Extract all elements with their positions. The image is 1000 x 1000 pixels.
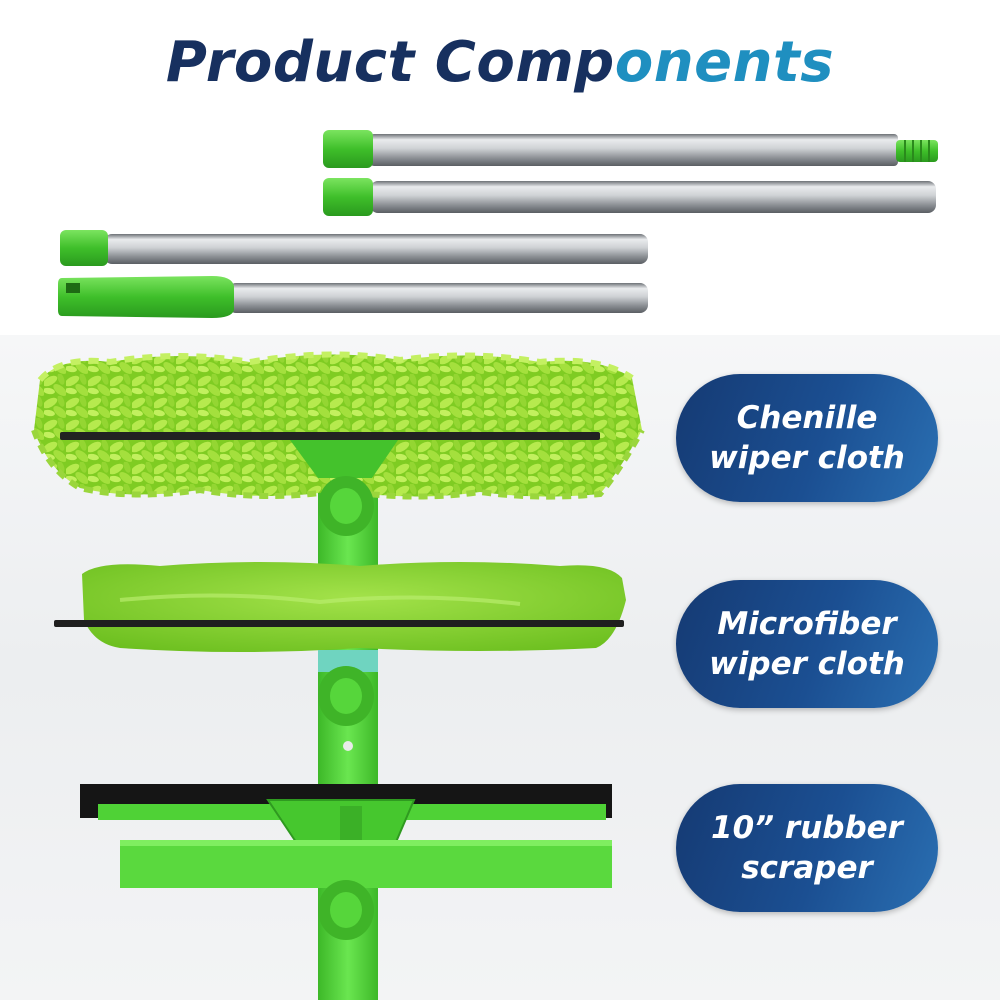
pole-segment-2 <box>323 178 936 216</box>
title-part-accent: onents <box>614 30 835 95</box>
pole-segment-1 <box>323 130 938 168</box>
chenille-head-mount <box>290 440 398 478</box>
page-title: Product Components <box>0 28 1000 98</box>
pole-end-cap <box>323 178 373 216</box>
label-microfiber: Microfiber wiper cloth <box>676 580 938 708</box>
label-line-2: scraper <box>741 850 873 886</box>
microfiber-pad <box>82 562 626 652</box>
pole-end-cap <box>323 130 373 168</box>
microfiber-clip <box>318 650 378 672</box>
handle-grip <box>58 276 234 318</box>
pole-end-cap <box>60 230 108 266</box>
label-line-2: wiper cloth <box>709 646 905 682</box>
hang-slot <box>66 283 80 293</box>
chenille-frame-bar <box>60 432 600 440</box>
label-line-1: 10” rubber <box>711 810 903 846</box>
label-rubber-scraper: 10” rubber scraper <box>676 784 938 912</box>
label-line-2: wiper cloth <box>709 440 905 476</box>
pole-tube <box>370 181 936 213</box>
thread-tip <box>896 140 938 162</box>
title-part-dark: Product Comp <box>165 30 615 95</box>
pole-segment-3 <box>60 230 648 266</box>
label-line-1: Chenille <box>736 400 878 436</box>
stem-hole <box>343 741 353 751</box>
pole-tube <box>228 283 648 313</box>
label-chenille: Chenille wiper cloth <box>676 374 938 502</box>
label-line-1: Microfiber <box>717 606 897 642</box>
pole-tube <box>104 234 648 264</box>
pole-segment-4-handle <box>58 276 648 318</box>
rubber-squeegee-blade <box>80 784 612 888</box>
microfiber-frame-bar <box>54 620 624 627</box>
pole-tube <box>370 134 898 166</box>
